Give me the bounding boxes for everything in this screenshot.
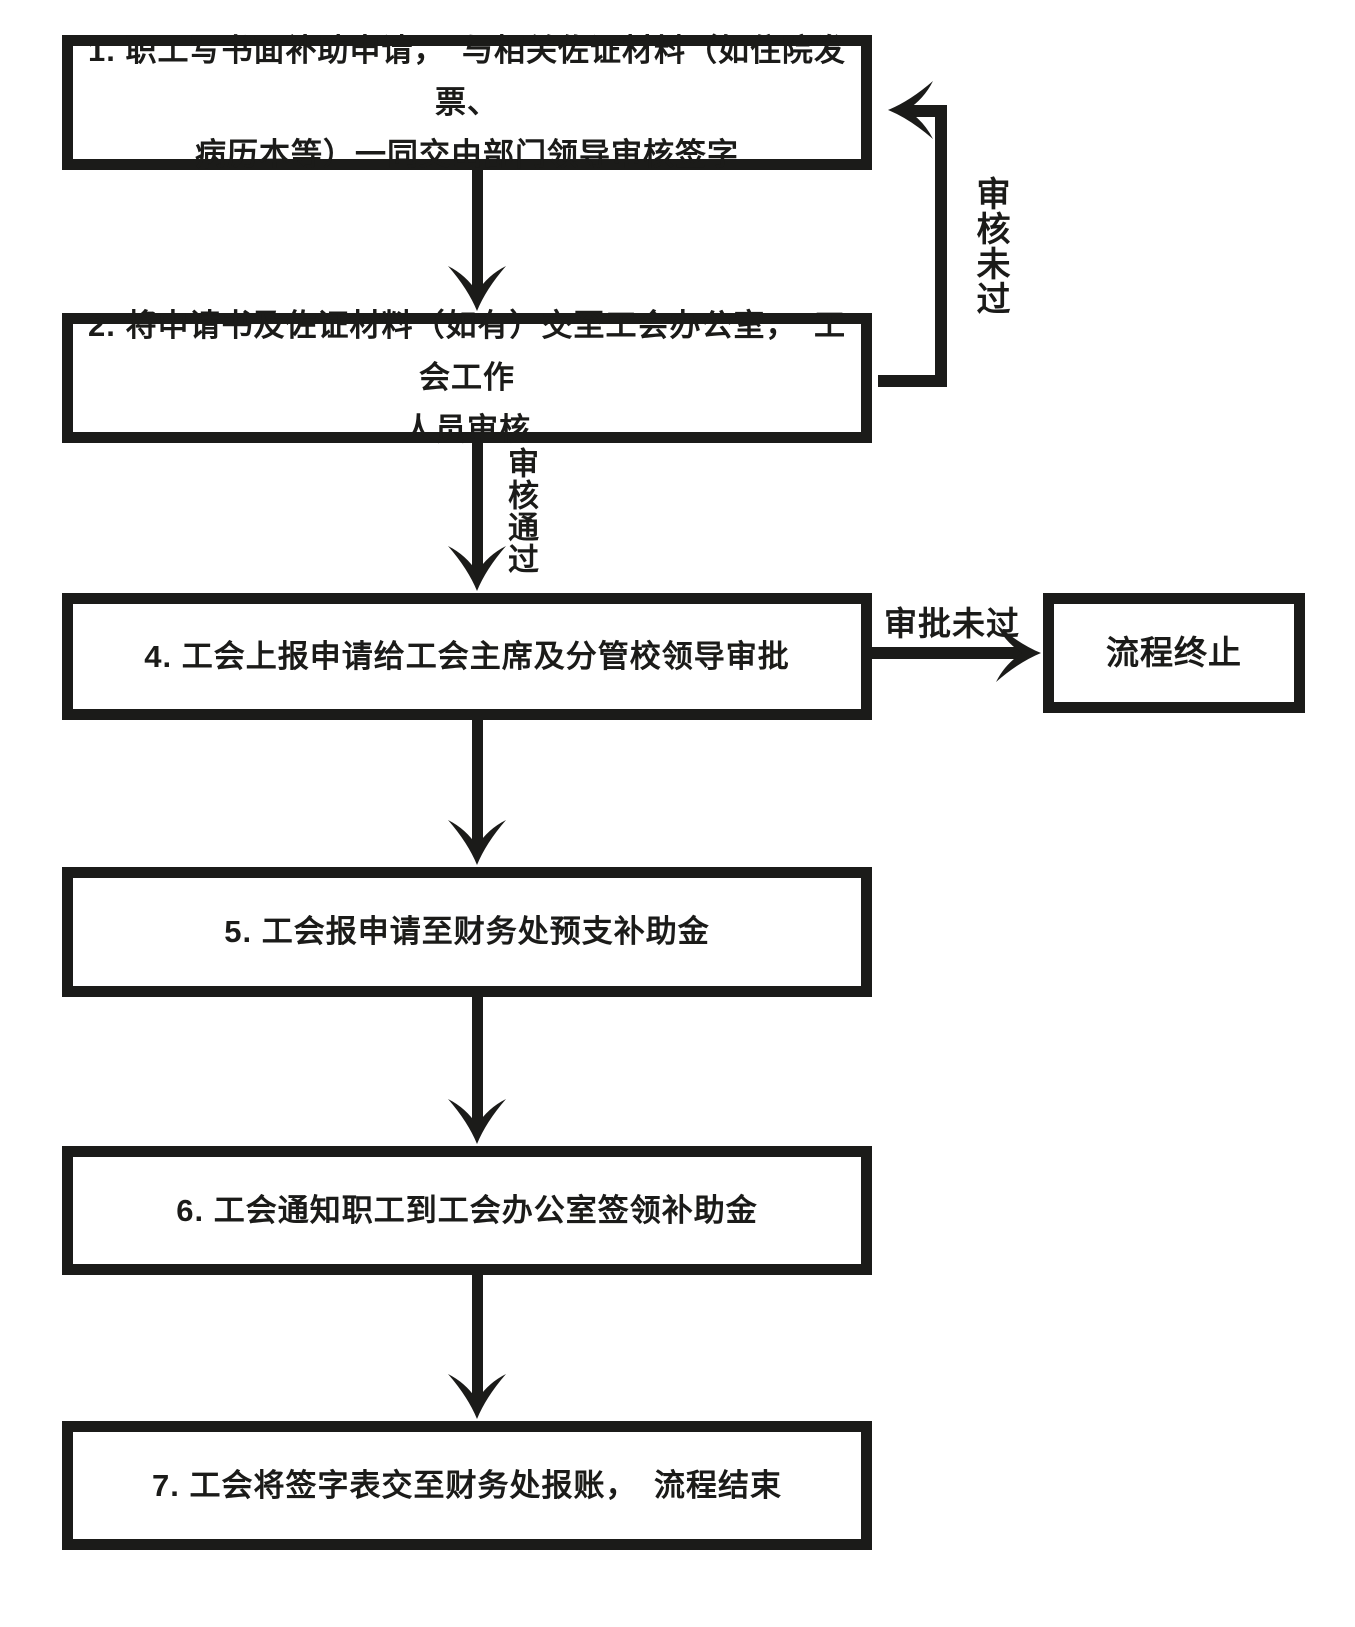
flow-node-step1-label: 1. 职工写书面补助申请， 与相关佐证材料（如住院发票、 病历本等）一同交由部门…	[88, 32, 846, 172]
flow-node-step2-label: 2. 将申请书及佐证材料（如有）交至工会办公室， 工会工作 人员审核	[88, 308, 846, 447]
arrow-step1-to-step2-head	[448, 266, 506, 311]
loop-step2-to-step1-line	[878, 105, 947, 387]
flow-node-step6: 6. 工会通知职工到工会办公室签领补助金	[62, 1146, 872, 1275]
arrow-step1-to-step2-stem	[472, 165, 483, 295]
flow-node-step7: 7. 工会将签字表交至财务处报账， 流程结束	[62, 1421, 872, 1550]
flow-node-step2: 2. 将申请书及佐证材料（如有）交至工会办公室， 工会工作 人员审核	[62, 308, 872, 447]
arrow-step2-to-step4-stem	[472, 438, 483, 573]
flow-node-terminate: 流程终止	[1043, 593, 1305, 713]
arrow-step6-to-step7-stem	[472, 1270, 483, 1401]
flow-node-step5-label: 5. 工会报申请至财务处预支补助金	[224, 914, 710, 949]
arrow-step5-to-step6-head	[448, 1099, 506, 1144]
flow-node-step6-label: 6. 工会通知职工到工会办公室签领补助金	[176, 1192, 758, 1228]
loop-step2-to-step1-head	[888, 81, 933, 139]
arrow-step4-to-terminate-stem	[870, 647, 1026, 659]
arrow-step4-to-step5-stem	[472, 715, 483, 847]
edge-label-review-failed: 审核未过	[971, 176, 1009, 316]
edge-label-approval-failed: 审批未过	[884, 605, 1020, 642]
flow-node-step7-label: 7. 工会将签字表交至财务处报账， 流程结束	[152, 1467, 782, 1503]
arrow-step6-to-step7-head	[448, 1374, 506, 1419]
flow-node-step5: 5. 工会报申请至财务处预支补助金	[62, 867, 872, 997]
flow-node-terminate-label: 流程终止	[1106, 634, 1242, 671]
arrow-step2-to-step4-head	[448, 546, 506, 591]
edge-label-review-passed: 审核通过	[503, 447, 538, 575]
arrow-step4-to-step5-head	[448, 820, 506, 865]
arrow-step5-to-step6-stem	[472, 992, 483, 1126]
flow-node-step1: 1. 职工写书面补助申请， 与相关佐证材料（如住院发票、 病历本等）一同交由部门…	[62, 33, 872, 172]
arrow-step4-to-terminate-head	[996, 624, 1041, 682]
flow-node-step4: 4. 工会上报申请给工会主席及分管校领导审批	[62, 593, 872, 720]
flow-node-step4-label: 4. 工会上报申请给工会主席及分管校领导审批	[144, 638, 790, 674]
